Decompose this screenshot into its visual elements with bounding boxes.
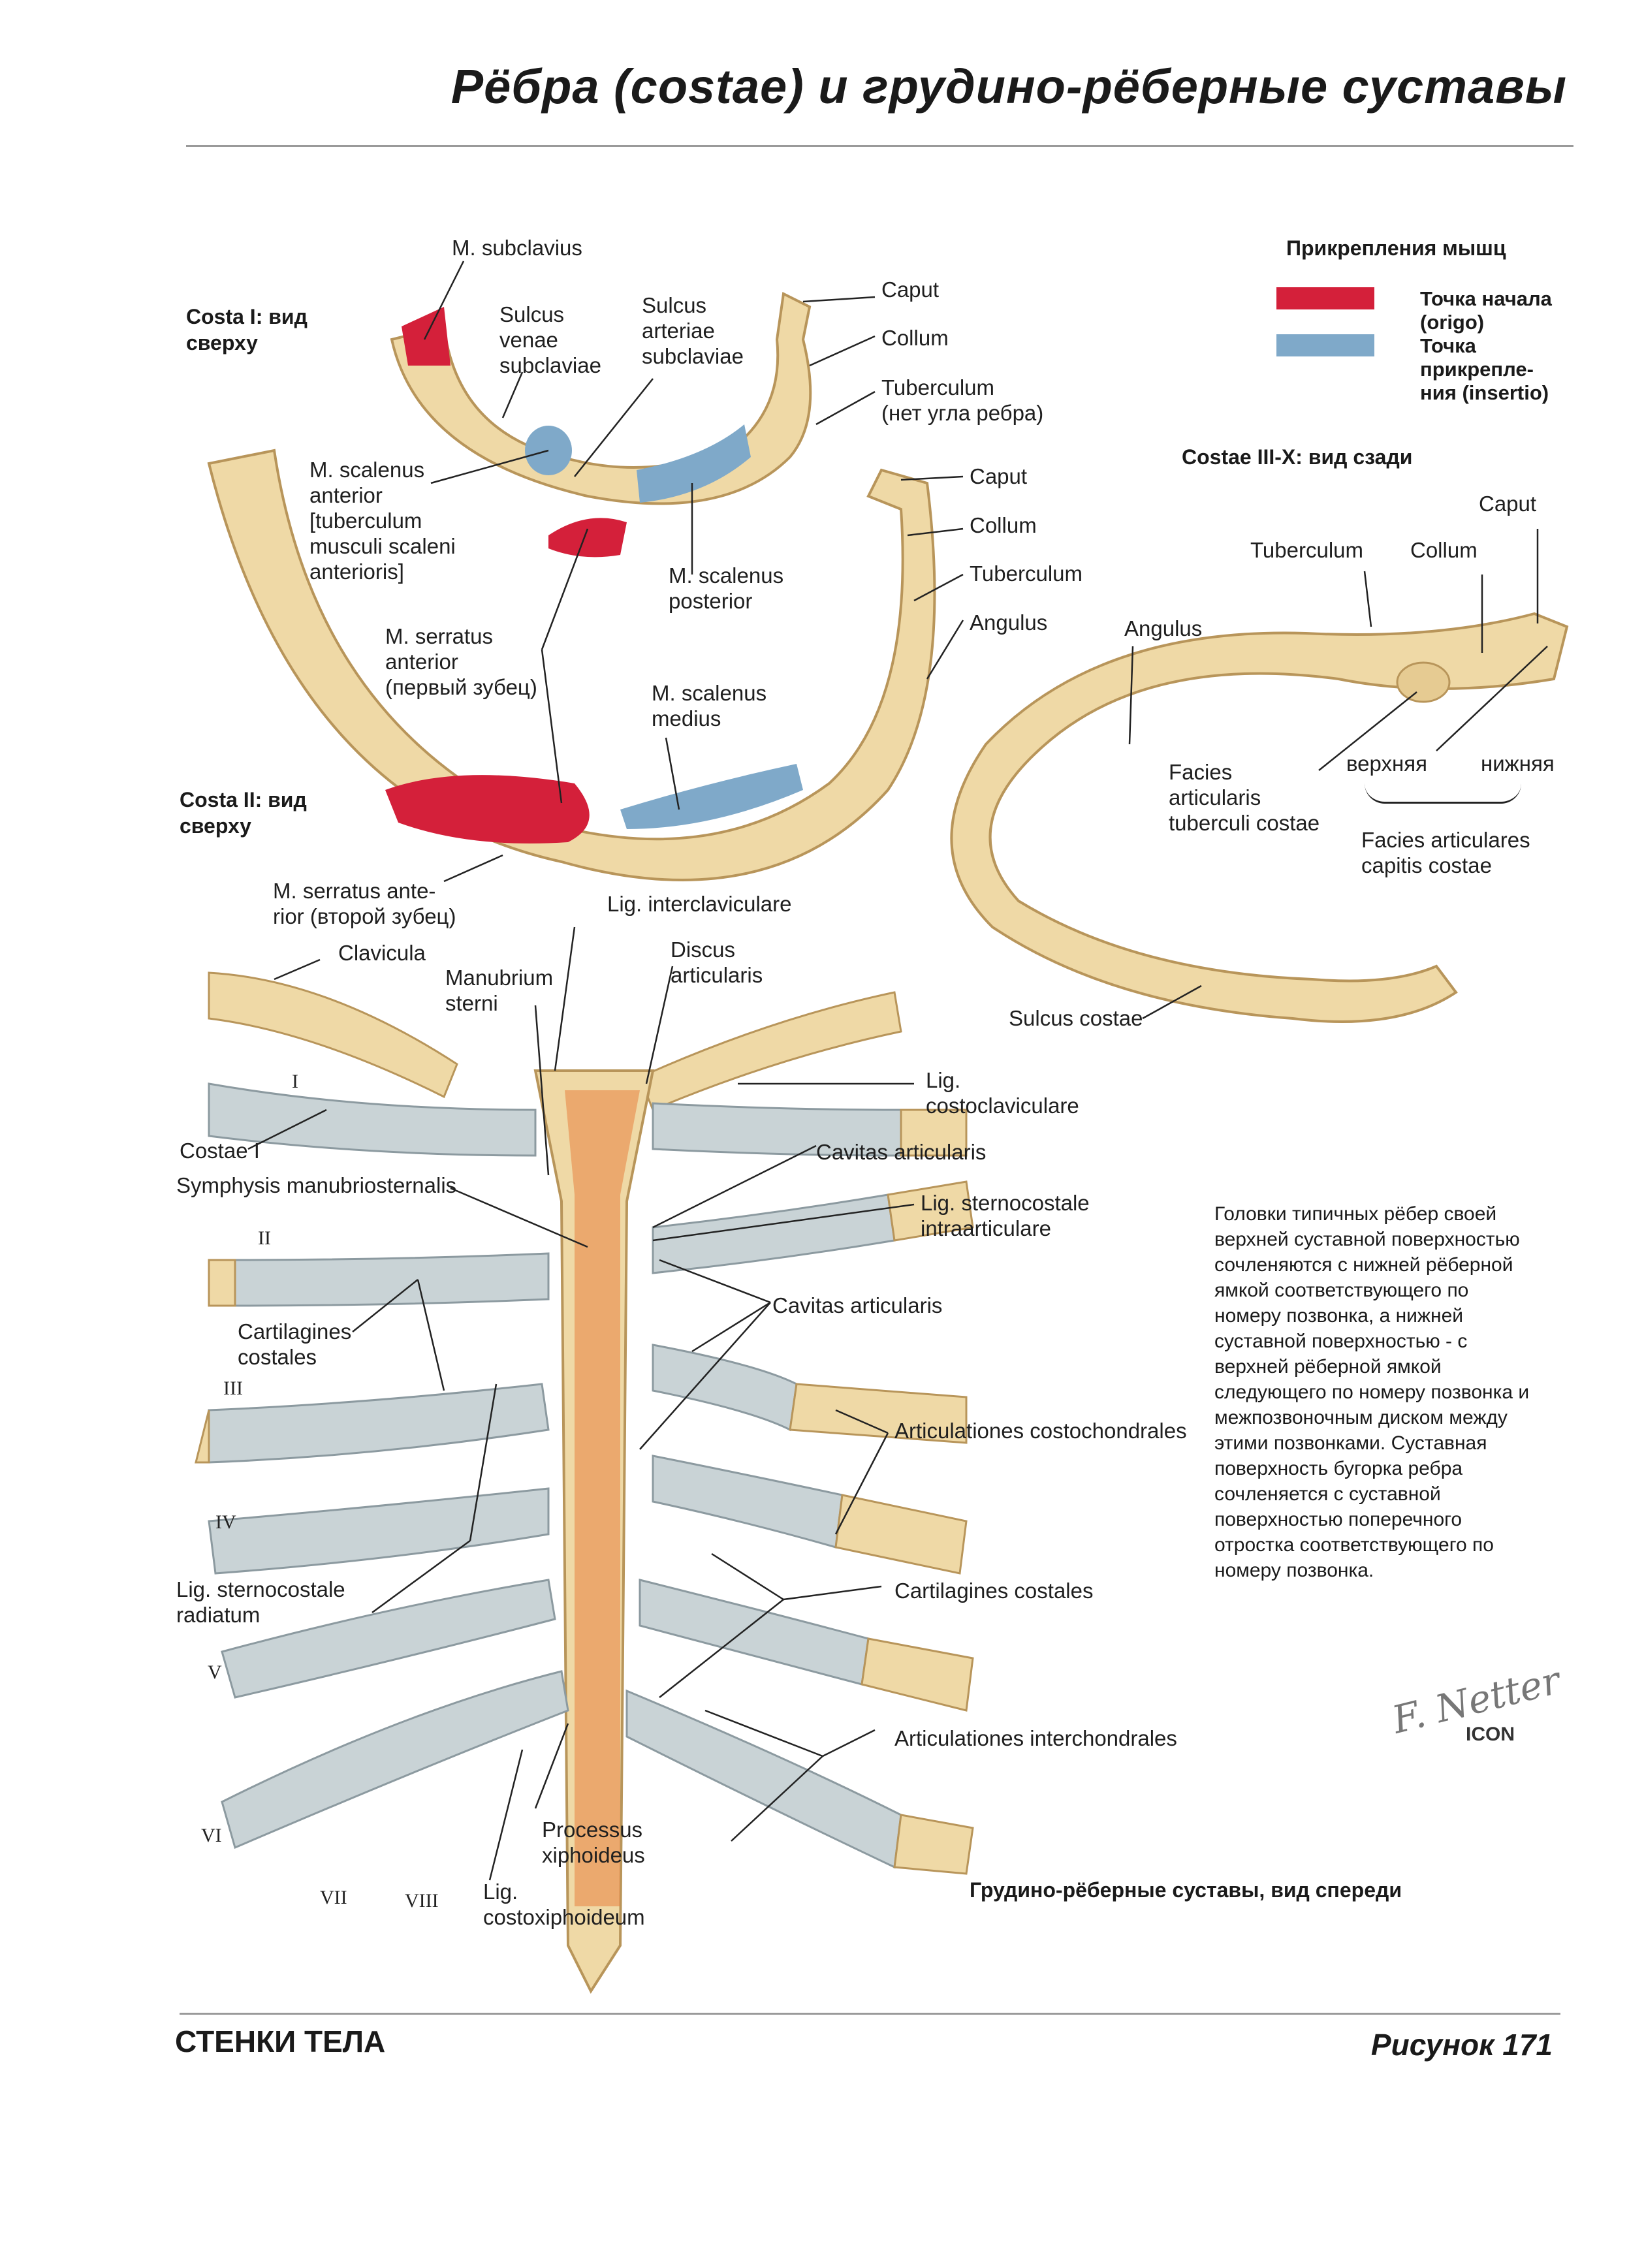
header-rule (186, 145, 1573, 147)
footer-section: СТЕНКИ ТЕЛА (175, 2024, 386, 2058)
label-serratus-anterior-2: M. serratus ante- rior (второй зубец) (273, 879, 456, 928)
label-cavitas-2: Cavitas articularis (772, 1293, 943, 1317)
footer-figure-number: Рисунок 171 (1370, 2028, 1553, 2062)
label-collum-1: Collum (881, 326, 949, 350)
costa-i-view-label: Costa I: вид сверху (186, 305, 308, 354)
label-caput-1: Caput (881, 277, 940, 302)
label-manubrium: Manubrium sterni (445, 966, 554, 1015)
label-p-collum: Collum (1410, 538, 1478, 562)
label-cartilagines-2: Cartilagines costales (894, 1579, 1094, 1603)
label-articulationes-ic: Articulationes interchondrales (894, 1726, 1177, 1750)
label-sulcus-venae: Sulcus venae subclaviae (499, 302, 601, 377)
label-cartilagines-1: Cartilagines costales (238, 1319, 352, 1369)
label-cavitas-1: Cavitas articularis (816, 1140, 987, 1164)
posterior-view-label: Costae III-X: вид сзади (1182, 445, 1413, 469)
label-lig-radiatum: Lig. sternocostale radiatum (176, 1577, 345, 1627)
label-scalenus-anterior: M. scalenus anterior [tuberculum musculi… (309, 458, 456, 584)
label-serratus-anterior-1: M. serratus anterior (первый зубец) (385, 624, 537, 699)
label-m-subclavius: M. subclavius (452, 236, 582, 260)
rib-numeral-viii: VIII (405, 1890, 439, 1912)
label-p-upper: верхняя (1346, 751, 1427, 776)
label-tuberculum-2: Tuberculum (970, 561, 1083, 586)
label-p-caput: Caput (1479, 492, 1537, 516)
anterior-thorax-illustration (195, 971, 974, 1994)
label-caput-2: Caput (970, 464, 1028, 488)
footer-rule (180, 2013, 1560, 2015)
label-p-angulus: Angulus (1124, 616, 1203, 640)
costa-ii-view-label: Costa II: вид сверху (180, 788, 307, 838)
rib-numeral-vii: VII (320, 1887, 347, 1908)
label-collum-2: Collum (970, 513, 1037, 537)
label-p-facies-capitis: Facies articulares capitis costae (1361, 828, 1530, 877)
rib-numeral-v: V (208, 1662, 222, 1683)
label-lig-costoxiphoideum: Lig. costoxiphoideum (483, 1880, 645, 1929)
label-clavicula: Clavicula (338, 941, 426, 965)
anterior-view-label: Грудино-рёберные суставы, вид спереди (970, 1878, 1402, 1902)
legend-insertion: Точка прикрепле- ния (insertio) (1420, 334, 1549, 404)
rib-numeral-i: I (292, 1071, 298, 1092)
icon-logo: ICON (1466, 1724, 1515, 1745)
costa-ii-illustration (207, 449, 936, 881)
label-symphysis: Symphysis manubriosternalis (176, 1173, 457, 1197)
origin-swatch (1276, 287, 1374, 309)
label-discus: Discus articularis (671, 937, 763, 987)
costa-i-illustration (390, 291, 812, 558)
label-lig-intraarticulare: Lig. sternocostale intraarticulare (921, 1191, 1090, 1240)
rib-numeral-vi: VI (201, 1825, 222, 1846)
rib-numeral-ii: II (258, 1227, 271, 1249)
label-scalenus-medius: M. scalenus medius (652, 681, 767, 731)
label-lig-interclaviculare: Lig. interclaviculare (607, 892, 792, 916)
label-p-lower: нижняя (1481, 751, 1555, 776)
facies-brace (1365, 783, 1521, 804)
label-tuberculum-1: Tuberculum (нет угла ребра) (881, 375, 1044, 425)
legend-title: Прикрепления мышц (1286, 236, 1506, 260)
label-angulus-2: Angulus (970, 610, 1048, 635)
label-p-tuberculum: Tuberculum (1250, 538, 1364, 562)
leader-lines (247, 260, 1548, 1881)
label-scalenus-posterior: M. scalenus posterior (669, 563, 784, 613)
insertion-swatch (1276, 334, 1374, 356)
legend-origin: Точка начала (origo) (1420, 287, 1552, 334)
page-title: Рёбра (costae) и грудино-рёберные сустав… (451, 59, 1567, 114)
label-costae-i: Costae I (180, 1139, 260, 1163)
rib-numeral-iv: IV (215, 1511, 236, 1533)
label-p-sulcus: Sulcus costae (1009, 1006, 1143, 1030)
label-articulationes-cc: Articulationes costochondrales (894, 1419, 1187, 1443)
label-p-facies-tuberculi: Facies articularis tuberculi costae (1169, 760, 1320, 835)
label-lig-costoclaviculare: Lig. costoclaviculare (926, 1068, 1079, 1118)
label-sulcus-arteriae: Sulcus arteriae subclaviae (642, 293, 744, 368)
rib-numeral-iii: III (223, 1378, 243, 1399)
label-processus: Processus xiphoideus (542, 1818, 645, 1867)
description-paragraph: Головки типичных рёбер своей верхней сус… (1214, 1203, 1530, 1581)
posterior-rib-illustration (950, 612, 1569, 1023)
